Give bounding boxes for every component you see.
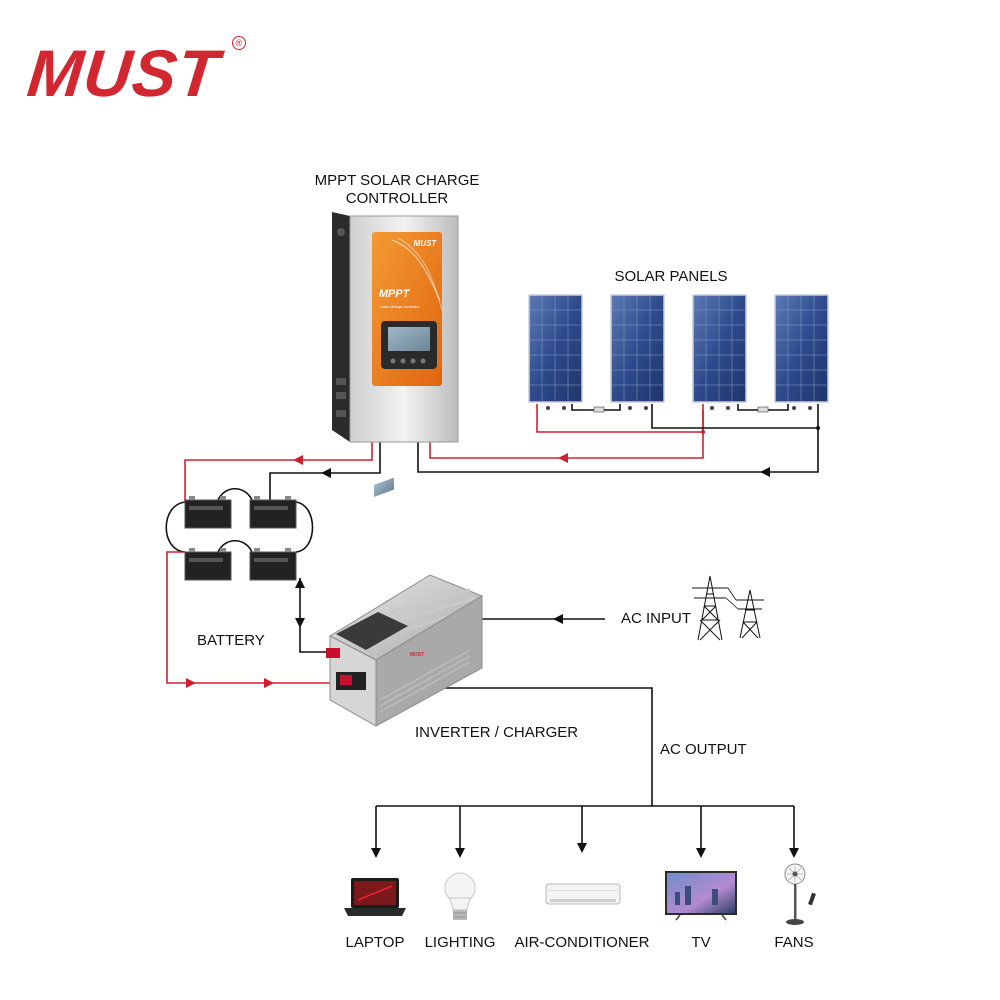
panel-string-black-2 bbox=[651, 404, 818, 429]
arrow-red-pv bbox=[558, 453, 568, 463]
registered-mark: ® bbox=[232, 36, 246, 50]
controller-model: MPPT bbox=[379, 288, 411, 300]
load-label-laptop: LAPTOP bbox=[345, 934, 405, 951]
laptop-icon bbox=[344, 878, 406, 916]
solar-panel-icon bbox=[774, 294, 829, 403]
solar-panels-icon bbox=[528, 294, 829, 413]
battery-icon bbox=[184, 496, 232, 529]
air-conditioner-icon bbox=[545, 883, 621, 905]
arrow-load-lighting bbox=[455, 848, 465, 858]
inverter-charger-icon: MUST bbox=[326, 477, 484, 727]
arrow-black-pv bbox=[760, 467, 770, 477]
pv-negative-wire bbox=[417, 404, 819, 473]
battery-icon bbox=[249, 548, 297, 581]
battery-icon bbox=[249, 496, 297, 529]
controller-battery-negative-wire bbox=[269, 440, 381, 500]
ac-output-label: AC OUTPUT bbox=[660, 741, 747, 758]
controller-subtitle: solar charge controller bbox=[380, 304, 420, 309]
battery-loop-top bbox=[165, 501, 186, 553]
arrow-load-fans bbox=[789, 848, 799, 858]
controller-brand: MUST bbox=[414, 239, 438, 248]
battery-inverter-negative-wire bbox=[299, 578, 328, 653]
arrow-red-battery-inverter-2 bbox=[264, 678, 274, 688]
load-label-fans: FANS bbox=[774, 934, 814, 951]
battery-loop-top-right bbox=[295, 501, 314, 553]
arrow-black-battery-up bbox=[295, 578, 305, 588]
tv-icon bbox=[665, 871, 737, 921]
arrow-black-controller-battery bbox=[321, 468, 331, 478]
wiring bbox=[165, 404, 819, 850]
light-bulb-icon bbox=[444, 872, 476, 920]
controller-battery-positive-wire bbox=[184, 440, 373, 502]
arrow-black-battery-down bbox=[295, 618, 305, 628]
controller-label-line2: CONTROLLER bbox=[345, 190, 449, 207]
inverter-brand: MUST bbox=[410, 652, 424, 658]
battery-inverter-positive-wire bbox=[166, 551, 345, 684]
arrow-ac-input bbox=[553, 614, 563, 624]
arrow-load-tv bbox=[696, 848, 706, 858]
load-label-air-conditioner: AIR-CONDITIONER bbox=[514, 934, 650, 951]
battery-label: BATTERY bbox=[197, 632, 265, 649]
arrow-red-battery-inverter-1 bbox=[186, 678, 196, 688]
ac-output-wire bbox=[430, 687, 653, 806]
solar-panel-icon bbox=[610, 294, 665, 403]
load-label-tv: TV bbox=[691, 934, 711, 951]
solar-panels-label: SOLAR PANELS bbox=[614, 268, 728, 285]
panel-string-red bbox=[536, 404, 704, 433]
battery-bank-icon bbox=[184, 496, 297, 581]
arrow-load-laptop bbox=[371, 848, 381, 858]
load-label-lighting: LIGHTING bbox=[424, 934, 496, 951]
controller-label-line1: MPPT SOLAR CHARGE bbox=[314, 172, 480, 189]
mppt-controller-icon: MUST MPPT solar charge controller bbox=[332, 212, 459, 443]
solar-panel-icon bbox=[528, 294, 583, 403]
fan-icon bbox=[784, 863, 816, 925]
power-tower-icon bbox=[692, 575, 764, 641]
flow-arrows bbox=[186, 426, 820, 858]
pv-positive-wire bbox=[429, 410, 704, 459]
arrow-load-ac bbox=[577, 843, 587, 853]
battery-icon bbox=[184, 548, 232, 581]
solar-panel-icon bbox=[692, 294, 747, 403]
arrow-red-controller-battery bbox=[293, 455, 303, 465]
ac-input-label: AC INPUT bbox=[621, 610, 692, 627]
inverter-label: INVERTER / CHARGER bbox=[415, 724, 579, 741]
